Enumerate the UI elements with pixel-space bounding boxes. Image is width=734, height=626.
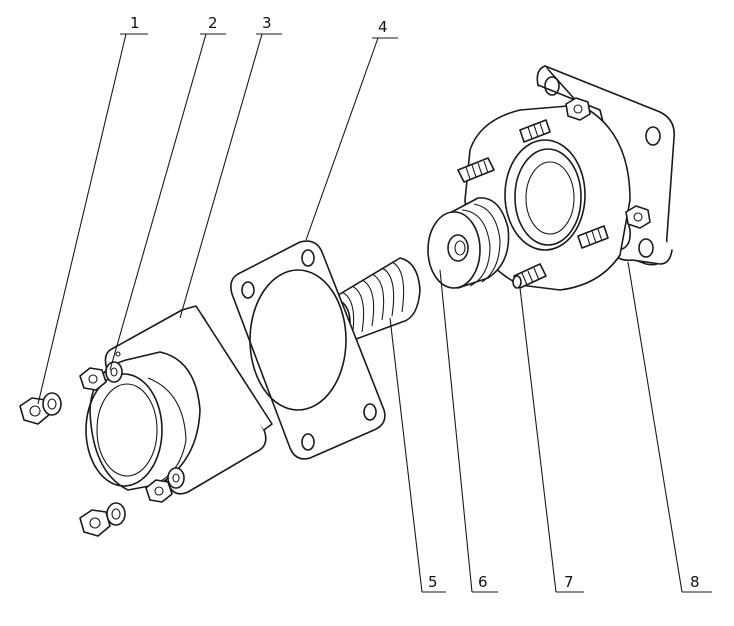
stud-upper (519, 119, 551, 143)
part-8-rear-flange-housing (457, 65, 676, 291)
callout-2: 2 (208, 14, 218, 32)
callout-3: 3 (262, 14, 272, 32)
callout-5: 5 (428, 573, 438, 591)
part-1-nut-washer-set (19, 392, 126, 537)
callout-6: 6 (478, 573, 488, 591)
part-4-gasket (230, 240, 386, 460)
callout-4: 4 (378, 18, 388, 36)
part-6-coupling (427, 197, 510, 289)
part-2-flange-nuts (79, 361, 185, 503)
callout-numbers: 1 2 3 4 5 6 7 8 (130, 14, 700, 591)
callout-1: 1 (130, 14, 140, 32)
part-3-front-flange (85, 305, 273, 495)
callout-8: 8 (690, 573, 700, 591)
leader-lines (37, 33, 712, 593)
stud-lower-right (577, 225, 609, 249)
part-7-stud (512, 263, 547, 289)
stud-upper-left (457, 157, 495, 183)
callout-7: 7 (564, 573, 574, 591)
